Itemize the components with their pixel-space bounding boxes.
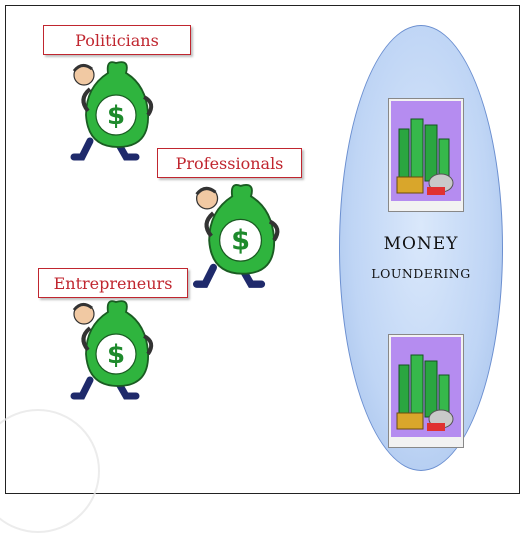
- money-bag-carrier-icon: $: [60, 292, 170, 408]
- cash-stack-icon: [388, 98, 464, 212]
- label-politicians: Politicians: [43, 25, 191, 55]
- label-entrepreneurs: Entrepreneurs: [38, 268, 188, 298]
- label-professionals: Professionals: [157, 148, 302, 178]
- money-bag-carrier-icon: $: [60, 53, 170, 169]
- cash-stack-icon: [388, 334, 464, 448]
- dollar-symbol: $: [107, 101, 125, 131]
- dollar-symbol: $: [107, 340, 125, 370]
- decorative-circle: [0, 409, 100, 533]
- money-bag-carrier-icon: $: [182, 175, 297, 297]
- laundering-label: LOUNDERING: [371, 266, 471, 281]
- money-label: MONEY: [383, 234, 459, 254]
- dollar-symbol: $: [231, 226, 250, 257]
